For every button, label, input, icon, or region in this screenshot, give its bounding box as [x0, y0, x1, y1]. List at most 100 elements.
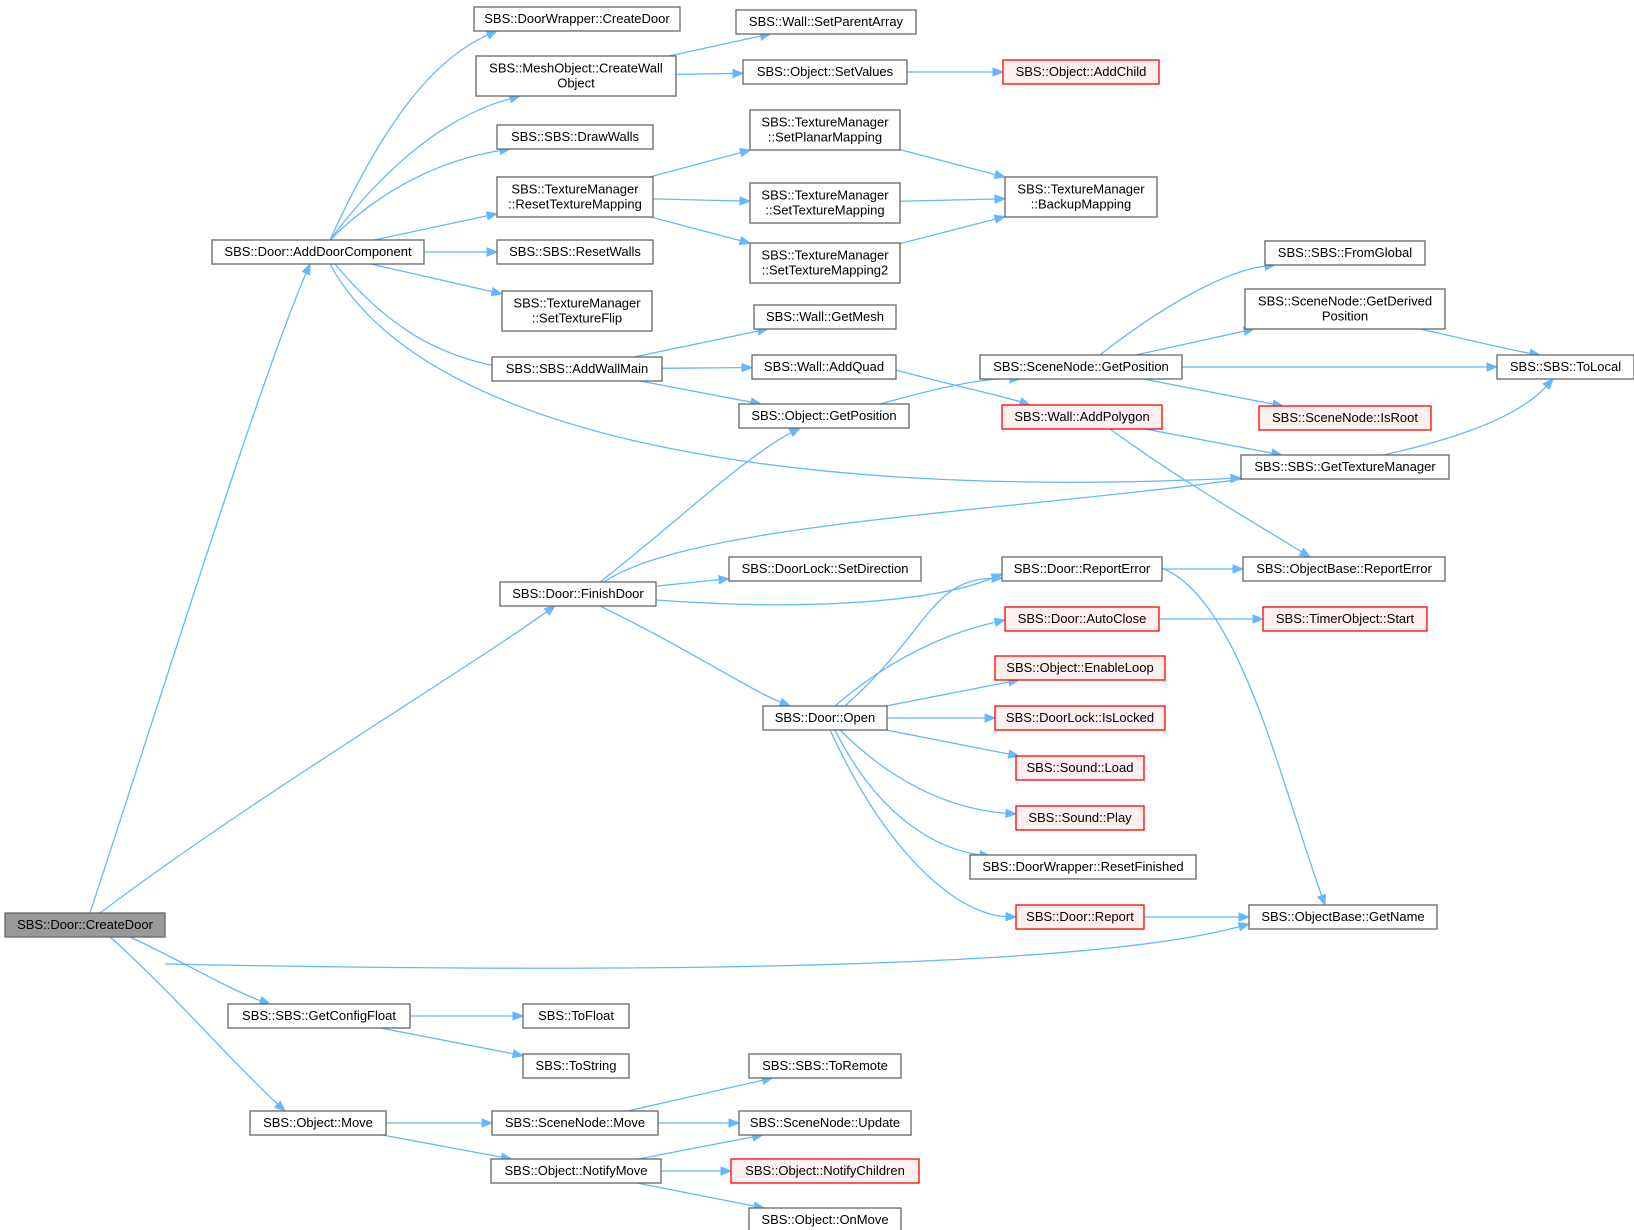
edge-finishDoor-to-setDirection: [655, 575, 731, 587]
node-label: SBS::SBS::GetTextureManager: [1254, 459, 1436, 474]
node-fromGlobal[interactable]: SBS::SBS::FromGlobal: [1264, 240, 1426, 266]
node-enableLoop[interactable]: SBS::Object::EnableLoop: [994, 655, 1166, 681]
edge-line: [329, 33, 489, 241]
node-box: [496, 124, 654, 150]
node-label: SBS::TextureManager: [1017, 182, 1145, 197]
edge-autoClose-to-timerStart: [1159, 614, 1265, 624]
node-obReportError[interactable]: SBS::ObjectBase::ReportError: [1242, 556, 1446, 582]
edge-line: [655, 578, 721, 587]
node-label: ::SetTextureMapping: [765, 203, 884, 218]
node-label: SBS::DoorLock::IsLocked: [1006, 710, 1154, 725]
node-addDoorComponent[interactable]: SBS::Door::AddDoorComponent: [211, 239, 425, 265]
node-getConfigFloat[interactable]: SBS::SBS::GetConfigFloat: [227, 1003, 411, 1029]
edge-line: [661, 367, 744, 369]
edge-notifyMove-to-onMove: [636, 1182, 766, 1211]
node-setTextureMapping2[interactable]: SBS::TextureManager::SetTextureMapping2: [749, 242, 901, 284]
node-setPlanarMapping[interactable]: SBS::TextureManager::SetPlanarMapping: [749, 109, 901, 151]
node-autoClose[interactable]: SBS::Door::AutoClose: [1004, 606, 1160, 632]
edge-addDoorComponent-to-drawWalls: [329, 145, 512, 241]
node-getTextureManager[interactable]: SBS::SBS::GetTextureManager: [1240, 454, 1450, 480]
edge-arrowhead: [481, 1118, 494, 1128]
edge-doorOpen-to-autoClose: [834, 617, 1007, 707]
node-label: SBS::Object::Move: [263, 1115, 373, 1130]
node-setTextureFlip[interactable]: SBS::TextureManager::SetTextureFlip: [501, 290, 653, 332]
node-box: [491, 356, 663, 382]
node-addPolygon[interactable]: SBS::Wall::AddPolygon: [1001, 404, 1163, 430]
node-resetWalls[interactable]: SBS::SBS::ResetWalls: [496, 239, 654, 265]
node-box: [753, 304, 897, 330]
edge-arrowhead: [1316, 893, 1326, 907]
node-doorReport[interactable]: SBS::Door::Report: [1015, 904, 1145, 930]
node-resetFinished[interactable]: SBS::DoorWrapper::ResetFinished: [969, 854, 1197, 880]
node-snGetPosition[interactable]: SBS::SceneNode::GetPosition: [979, 354, 1183, 380]
edge-line: [652, 198, 742, 202]
node-doorReportError[interactable]: SBS::Door::ReportError: [1001, 556, 1163, 582]
node-setValues[interactable]: SBS::Object::SetValues: [742, 59, 908, 85]
node-snMove[interactable]: SBS::SceneNode::Move: [491, 1110, 659, 1136]
edge-line: [89, 272, 308, 914]
node-soundPlay[interactable]: SBS::Sound::Play: [1015, 805, 1145, 831]
node-addQuad[interactable]: SBS::Wall::AddQuad: [751, 354, 897, 380]
node-soundLoad[interactable]: SBS::Sound::Load: [1015, 755, 1145, 781]
node-label: SBS::Object::NotifyChildren: [745, 1163, 905, 1178]
node-notifyMove[interactable]: SBS::Object::NotifyMove: [490, 1158, 662, 1184]
node-label: SBS::SceneNode::Move: [505, 1115, 645, 1130]
node-getMesh[interactable]: SBS::Wall::GetMesh: [753, 304, 897, 330]
edge-arrowhead: [993, 214, 1007, 224]
node-setParentArray[interactable]: SBS::Wall::SetParentArray: [735, 9, 917, 35]
node-setTextureMapping[interactable]: SBS::TextureManager::SetTextureMapping: [749, 182, 901, 224]
node-box: [749, 109, 901, 151]
node-toLocal[interactable]: SBS::SBS::ToLocal: [1496, 354, 1634, 380]
edge-resetTextureMapping-to-setPlanarMapping: [649, 148, 752, 178]
node-dwCreateDoor[interactable]: SBS::DoorWrapper::CreateDoor: [473, 6, 681, 32]
node-onMove[interactable]: SBS::Object::OnMove: [748, 1207, 902, 1230]
edge-line: [599, 605, 782, 704]
edge-arrowhead: [778, 697, 792, 707]
edge-line: [329, 149, 502, 241]
node-objectMove[interactable]: SBS::Object::Move: [249, 1110, 387, 1136]
node-createDoor[interactable]: SBS::Door::CreateDoor: [4, 912, 166, 938]
node-timerStart[interactable]: SBS::TimerObject::Start: [1262, 606, 1428, 632]
node-addChild[interactable]: SBS::Object::AddChild: [1002, 59, 1160, 85]
edge-line: [370, 263, 494, 293]
node-label: SBS::SceneNode::GetPosition: [993, 359, 1169, 374]
node-backupMapping[interactable]: SBS::TextureManager::BackupMapping: [1004, 176, 1158, 218]
node-toRemote[interactable]: SBS::SBS::ToRemote: [748, 1053, 902, 1079]
edge-line: [1161, 567, 1323, 897]
node-box: [1242, 556, 1446, 582]
node-snUpdate[interactable]: SBS::SceneNode::Update: [738, 1110, 912, 1136]
node-label: SBS::SBS::ResetWalls: [509, 244, 641, 259]
edge-line: [1135, 330, 1246, 356]
node-box: [994, 655, 1166, 681]
node-drawWalls[interactable]: SBS::SBS::DrawWalls: [496, 124, 654, 150]
node-toFloat[interactable]: SBS::ToFloat: [522, 1003, 630, 1029]
node-label: SBS::ObjectBase::GetName: [1261, 909, 1424, 924]
edge-arrowhead: [258, 996, 272, 1006]
node-box: [979, 354, 1183, 380]
node-label: SBS::Wall::AddPolygon: [1014, 409, 1149, 424]
node-resetTextureMapping[interactable]: SBS::TextureManager::ResetTextureMapping: [496, 176, 654, 218]
node-setDirection[interactable]: SBS::DoorLock::SetDirection: [728, 556, 922, 582]
node-addWallMain[interactable]: SBS::SBS::AddWallMain: [491, 356, 663, 382]
node-notifyChildren[interactable]: SBS::Object::NotifyChildren: [730, 1158, 920, 1184]
node-isLocked[interactable]: SBS::DoorLock::IsLocked: [994, 705, 1166, 731]
edge-line: [839, 729, 1008, 815]
node-toString[interactable]: SBS::ToString: [522, 1053, 630, 1079]
node-box: [1258, 405, 1432, 431]
edge-line: [603, 385, 1548, 583]
edge-setPlanarMapping-to-backupMapping: [899, 149, 1007, 180]
node-isRoot[interactable]: SBS::SceneNode::IsRoot: [1258, 405, 1432, 431]
node-label: SBS::Object::AddChild: [1016, 64, 1147, 79]
node-label: SBS::Wall::AddQuad: [764, 359, 884, 374]
edge-line: [373, 214, 489, 241]
node-getName[interactable]: SBS::ObjectBase::GetName: [1248, 904, 1438, 930]
edge-objectMove-to-notifyMove: [382, 1134, 513, 1162]
node-finishDoor[interactable]: SBS::Door::FinishDoor: [499, 581, 657, 607]
edge-arrowhead: [1230, 473, 1243, 484]
node-doorOpen[interactable]: SBS::Door::Open: [762, 705, 888, 731]
node-label: SBS::SBS::GetConfigFloat: [242, 1008, 396, 1023]
node-objGetPosition[interactable]: SBS::Object::GetPosition: [738, 403, 910, 429]
